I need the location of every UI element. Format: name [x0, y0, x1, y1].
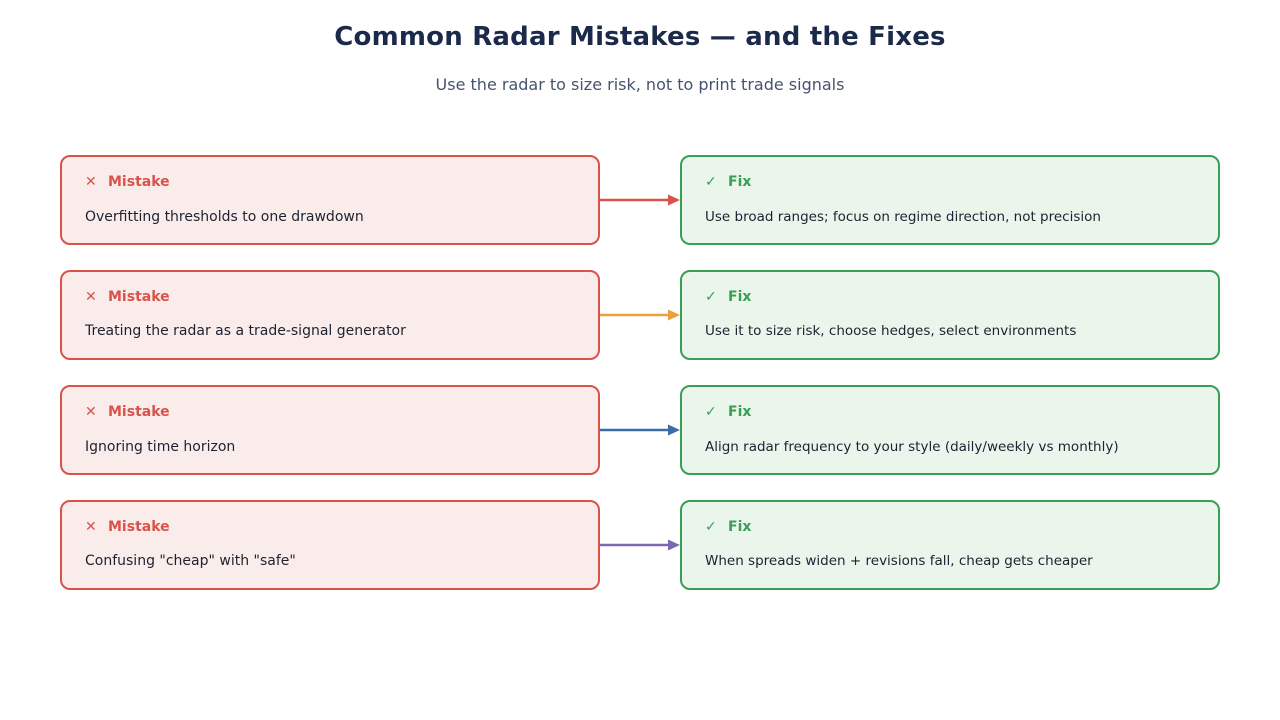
mistake-text-2: Treating the radar as a trade-signal gen… — [85, 323, 406, 339]
fix-label-1: Fix — [728, 174, 752, 190]
arrow-3 — [600, 424, 680, 436]
mistake-box-1: ✕ Mistake Overfitting thresholds to one d… — [60, 155, 600, 245]
fix-text-2: Use it to size risk, choose hedges, sele… — [705, 323, 1077, 339]
close-icon: ✕ — [85, 404, 97, 420]
arrow-4 — [600, 539, 680, 551]
fix-header-4: ✓ Fix — [705, 519, 751, 535]
fix-label-4: Fix — [728, 519, 752, 535]
close-icon: ✕ — [85, 289, 97, 305]
fix-label-2: Fix — [728, 289, 752, 305]
fix-box-2: ✓ Fix Use it to size risk, choose hedges,… — [680, 270, 1220, 360]
close-icon: ✕ — [85, 174, 97, 190]
page-title: Common Radar Mistakes — and the Fixes — [334, 22, 946, 52]
mistake-box-3: ✕ Mistake Ignoring time horizon — [60, 385, 600, 475]
mistake-label-1: Mistake — [108, 174, 170, 190]
check-icon: ✓ — [705, 289, 717, 305]
arrow-1 — [600, 194, 680, 206]
mistake-text-4: Confusing "cheap" with "safe" — [85, 553, 296, 569]
fix-header-3: ✓ Fix — [705, 404, 751, 420]
mistake-header-4: ✕ Mistake — [85, 519, 170, 535]
fix-text-1: Use broad ranges; focus on regime direct… — [705, 209, 1101, 225]
fix-header-1: ✓ Fix — [705, 174, 751, 190]
check-icon: ✓ — [705, 404, 717, 420]
check-icon: ✓ — [705, 174, 717, 190]
fix-text-4: When spreads widen + revisions fall, che… — [705, 553, 1093, 569]
mistake-header-1: ✕ Mistake — [85, 174, 170, 190]
mistake-label-3: Mistake — [108, 404, 170, 420]
fix-box-4: ✓ Fix When spreads widen + revisions fall… — [680, 500, 1220, 590]
fix-box-3: ✓ Fix Align radar frequency to your style… — [680, 385, 1220, 475]
close-icon: ✕ — [85, 519, 97, 535]
mistake-text-3: Ignoring time horizon — [85, 439, 236, 455]
arrow-2 — [600, 309, 680, 321]
fix-text-3: Align radar frequency to your style (dai… — [705, 439, 1119, 455]
fix-label-3: Fix — [728, 404, 752, 420]
mistake-label-4: Mistake — [108, 519, 170, 535]
mistake-text-1: Overfitting thresholds to one drawdown — [85, 209, 364, 225]
fix-header-2: ✓ Fix — [705, 289, 751, 305]
check-icon: ✓ — [705, 519, 717, 535]
mistake-box-2: ✕ Mistake Treating the radar as a trade-s… — [60, 270, 600, 360]
fix-box-1: ✓ Fix Use broad ranges; focus on regime d… — [680, 155, 1220, 245]
mistake-header-2: ✕ Mistake — [85, 289, 170, 305]
page-subtitle: Use the radar to size risk, not to print… — [435, 75, 845, 94]
mistake-box-4: ✕ Mistake Confusing "cheap" with "safe" — [60, 500, 600, 590]
mistake-header-3: ✕ Mistake — [85, 404, 170, 420]
mistake-label-2: Mistake — [108, 289, 170, 305]
